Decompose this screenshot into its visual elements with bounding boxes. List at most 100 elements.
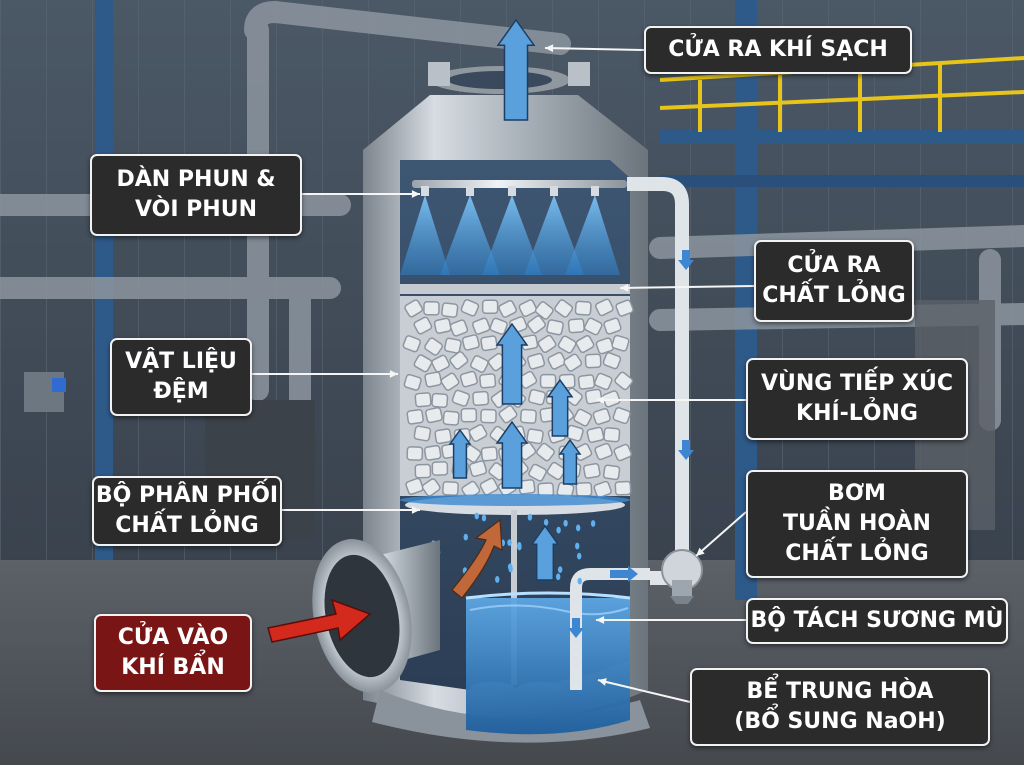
packing-saddle [468, 460, 488, 478]
water-drop [575, 542, 580, 550]
packing-saddle [583, 317, 603, 336]
packing-saddle [547, 351, 567, 370]
packing-saddle [546, 461, 566, 481]
packing-saddle [586, 426, 605, 443]
packing-saddle [575, 481, 593, 497]
packing-saddle [431, 354, 450, 373]
arrow-up-icon [546, 378, 574, 437]
leader-line [544, 47, 645, 51]
water-drop [556, 526, 561, 534]
label-line: VÒI PHUN [135, 197, 257, 222]
upper-support-plate [400, 284, 630, 294]
arrow-up-icon [530, 524, 560, 581]
water-drop [555, 573, 561, 581]
packing-saddle [602, 464, 621, 481]
packing-saddle [573, 408, 593, 427]
packing-saddle [539, 373, 557, 389]
packing-saddle [480, 408, 497, 424]
label-neutralization-tank: BỂ TRUNG HÒA (BỔ SUNG NaOH) [690, 668, 990, 746]
water-drop [474, 512, 479, 520]
packing-saddle [537, 334, 557, 354]
leader-arrowhead [411, 190, 420, 198]
packing-saddle [459, 370, 478, 388]
packing-saddle [595, 298, 614, 317]
label-line: CHẤT LỎNG [762, 283, 906, 308]
packing-saddle [480, 335, 498, 352]
packing-saddle [433, 317, 452, 334]
packing-saddle [414, 392, 432, 408]
distributor-plate [400, 494, 630, 515]
label-line: CHẤT LỎNG [785, 541, 929, 566]
packing-saddle [413, 354, 433, 373]
packing-saddle [423, 444, 442, 461]
label-recirculation-pump: BƠM TUẦN HOÀN CHẤT LỎNG [746, 470, 968, 578]
liquid-tank [465, 591, 631, 735]
label-line: BỘ TÁCH SƯƠNG MÙ [750, 608, 1004, 633]
packing-saddle [546, 319, 564, 336]
leader-arrowhead [389, 370, 398, 378]
label-dirty-gas-inlet: CỬA VÀO KHÍ BẨN [94, 614, 252, 692]
arrow-right-icon [610, 566, 638, 582]
water-drop [577, 577, 582, 585]
water-drop [463, 533, 468, 541]
packing-saddle [440, 372, 460, 391]
packing-saddle [472, 390, 490, 407]
arrow-down-icon [568, 618, 584, 638]
arrow-up-icon [496, 18, 536, 121]
packing-saddle [442, 410, 460, 426]
label-line: ĐỆM [153, 379, 209, 404]
water-drop [527, 513, 533, 521]
packing-saddle [406, 408, 424, 425]
label-line: BỂ TRUNG HÒA [746, 679, 934, 704]
label-line: BƠM [828, 481, 886, 506]
arrow-up-icon [495, 322, 529, 405]
leader-line [597, 679, 691, 703]
water-drop [543, 519, 549, 526]
packing-saddle [414, 463, 432, 479]
packing-saddle [406, 446, 424, 461]
packing-saddle [434, 428, 452, 445]
packing-saddle [449, 351, 469, 370]
packing-saddle [461, 334, 480, 351]
packing-saddle [481, 299, 499, 315]
packing-saddle [584, 388, 603, 405]
arrow-up-icon [448, 428, 472, 479]
packing-saddle [424, 371, 442, 388]
packing-saddle [575, 335, 595, 354]
packing-saddle [613, 443, 633, 462]
label-line: VẬT LIỆU [125, 349, 237, 374]
packing-saddle [592, 407, 611, 425]
water-drop [576, 552, 582, 560]
packing-saddle [577, 374, 596, 390]
packing-saddle [413, 425, 432, 442]
packing-saddle [519, 408, 537, 424]
water-drop [517, 543, 522, 551]
callout-leaders [252, 44, 755, 703]
packing-saddle [425, 406, 443, 424]
packing-saddle [431, 392, 449, 408]
leader-line [619, 285, 755, 289]
packing-saddle [498, 405, 518, 424]
packing-saddle [518, 299, 538, 318]
packing-saddle [567, 318, 585, 334]
label-line: (BỔ SUNG NaOH) [734, 709, 946, 734]
spray-cones [400, 195, 620, 275]
gas-flow-arrows [267, 18, 694, 643]
packing-saddle [468, 424, 488, 443]
label-line: BỘ PHÂN PHỐI [95, 483, 279, 508]
packing-saddle [527, 352, 546, 370]
packing-saddle [405, 477, 424, 495]
label-line: KHÍ-LỎNG [796, 401, 918, 426]
packing-saddle [451, 389, 471, 407]
leader-arrowhead [596, 616, 605, 624]
packing-saddle [603, 427, 621, 443]
packing-saddle [460, 299, 480, 317]
packing-saddle [402, 335, 422, 353]
packing-saddle [612, 407, 631, 425]
label-line: TUẦN HOÀN [783, 511, 931, 536]
packing-saddle [528, 463, 547, 482]
packing-saddle [611, 334, 630, 352]
packing-saddle [584, 353, 602, 369]
packing-saddle [421, 478, 441, 497]
